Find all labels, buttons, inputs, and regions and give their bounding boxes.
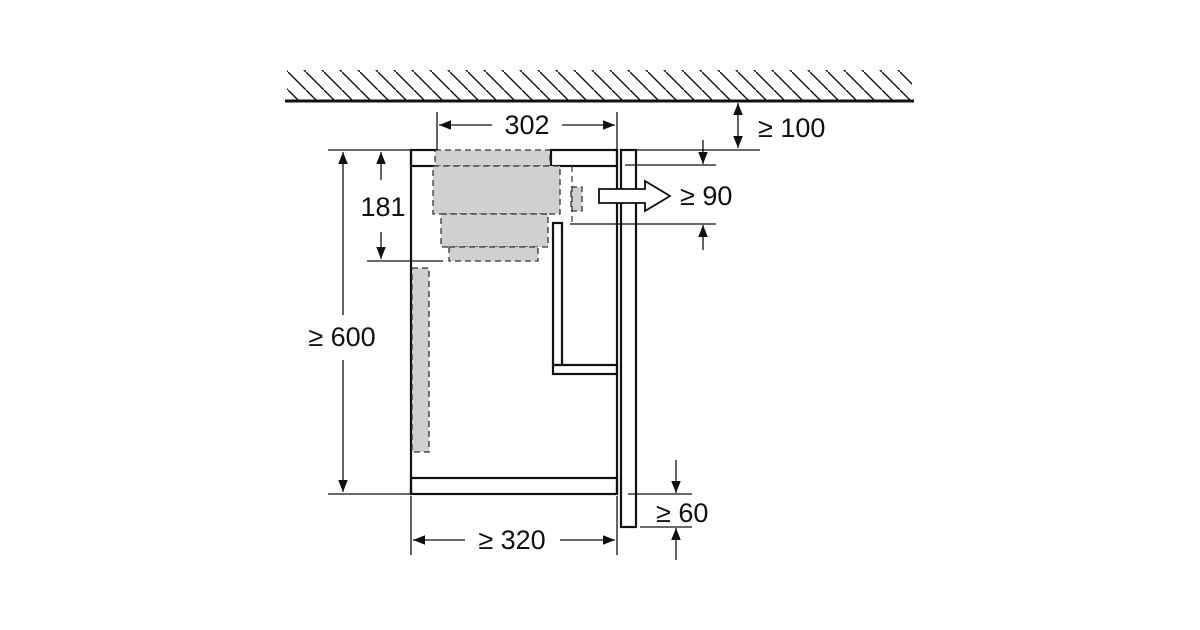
appliance-outline — [411, 149, 583, 453]
cabinet-height-label: ≥ 600 — [308, 322, 375, 352]
vent-gap-label: ≥ 90 — [680, 181, 732, 211]
appliance-height-label: 181 — [360, 192, 405, 222]
ceiling-clearance-label: ≥ 100 — [758, 113, 825, 143]
door-overhang-label: ≥ 60 — [656, 498, 708, 528]
ceiling — [285, 70, 914, 103]
cabinet — [409, 148, 619, 496]
inner-shelf — [551, 363, 619, 376]
cabinet-depth-label: ≥ 320 — [478, 525, 545, 555]
cabinet-door — [619, 148, 638, 529]
side-panel-outline — [411, 267, 430, 453]
airflow-arrow-icon — [598, 179, 672, 213]
dimension-lines — [328, 103, 760, 560]
appliance-width-label: 302 — [504, 110, 549, 140]
inner-shelf-wall — [551, 221, 564, 367]
